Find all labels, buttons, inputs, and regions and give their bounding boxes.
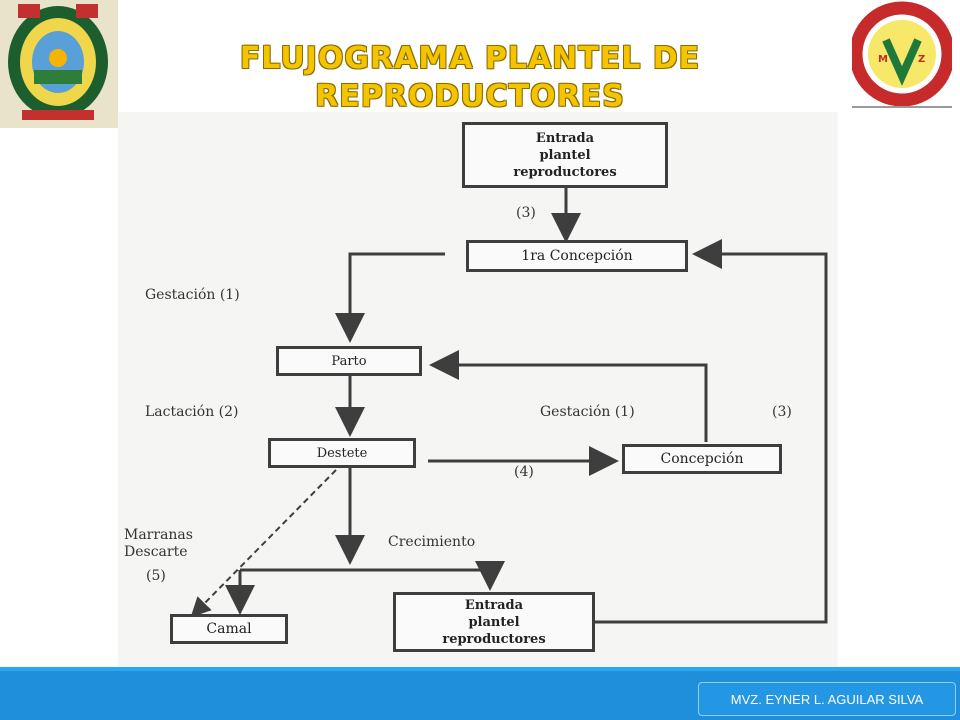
page-title: Flujograma plantel de reproductores: [239, 41, 701, 114]
node-concepcion: Concepción: [622, 444, 782, 474]
mvz-seal-icon: M Z: [849, 0, 955, 112]
edge-label-gestacion-right: Gestación (1): [540, 404, 635, 420]
node-camal: Camal: [170, 614, 288, 644]
edge-label-5: (5): [146, 568, 166, 584]
edge-label-4: (4): [514, 464, 534, 480]
node-primera-concepcion: 1ra Concepción: [466, 240, 688, 272]
footer-divider: [0, 667, 960, 671]
node-entrada-plantel-bottom: Entrada plantel reproductores: [393, 592, 595, 652]
author-badge: MVZ. EYNER L. AGUILAR SILVA: [698, 682, 956, 716]
node-destete: Destete: [268, 438, 416, 468]
edge-label-marranas-descarte: Marranas Descarte: [124, 527, 193, 560]
edge-label-crecimiento: Crecimiento: [388, 534, 476, 550]
svg-text:Z: Z: [918, 54, 925, 65]
node-parto: Parto: [276, 346, 422, 376]
edge-label-lactacion: Lactación (2): [145, 404, 239, 420]
edge-label-3-top: (3): [516, 205, 536, 221]
node-entrada-plantel-top: Entrada plantel reproductores: [462, 122, 668, 188]
edge-label-3-right: (3): [772, 404, 792, 420]
university-seal-icon: [0, 0, 118, 128]
edge-label-gestacion-left: Gestación (1): [145, 287, 240, 303]
svg-text:M: M: [878, 54, 888, 65]
